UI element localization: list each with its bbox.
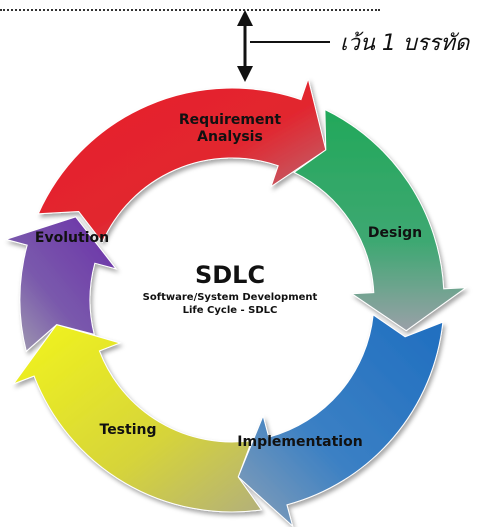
arrow-evolution xyxy=(4,216,118,353)
top-dotted-guide-line xyxy=(0,9,380,11)
arrow-testing xyxy=(12,324,263,513)
stage-label-evolution: Evolution xyxy=(35,230,109,246)
stage-label-requirement-line1: Requirement xyxy=(179,112,282,128)
stage-label-implementation: Implementation xyxy=(237,434,362,450)
stage-label-requirement-line2: Analysis xyxy=(197,129,263,145)
arrow-implementation xyxy=(237,313,444,527)
center-subtitle-line2: Life Cycle - SDLC xyxy=(183,305,278,316)
arrow-design xyxy=(293,108,468,332)
spacing-indicator-arrow xyxy=(237,10,330,82)
center-title: SDLC xyxy=(195,261,265,289)
arrow-requirement-analysis xyxy=(37,76,327,244)
center-subtitle-line1: Software/System Development xyxy=(143,292,318,303)
line-spacing-annotation: เว้น 1 บรรทัด xyxy=(340,31,470,56)
stage-label-design: Design xyxy=(368,225,422,241)
stage-label-testing: Testing xyxy=(100,422,157,438)
